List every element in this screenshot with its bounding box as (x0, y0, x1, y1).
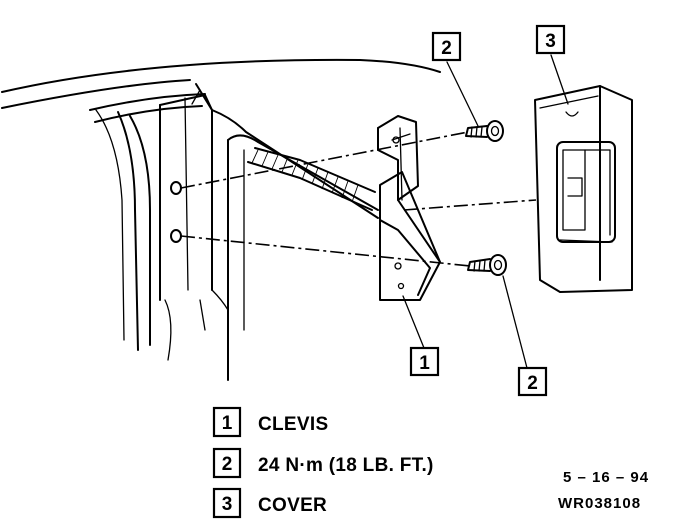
legend-item-text: COVER (258, 495, 327, 516)
callout-2-bottom-label: 2 (527, 373, 538, 394)
alignment-lines (180, 131, 537, 267)
callout-3-label: 3 (545, 31, 556, 52)
legend-item-cover: 3 COVER (212, 487, 327, 519)
legend-item-clevis: 1 CLEVIS (212, 406, 328, 438)
vehicle-body-illustration (1, 58, 441, 381)
legend-item-torque: 2 24 N·m (18 LB. FT.) (212, 447, 434, 479)
legend-item-text: 24 N·m (18 LB. FT.) (258, 455, 434, 476)
legend-item-number: 3 (222, 494, 233, 515)
figure-code: WR038108 (558, 495, 641, 512)
callout-2-top-label: 2 (441, 38, 452, 59)
clevis-bracket-illustration (377, 115, 441, 301)
screw-top-illustration (465, 120, 504, 142)
legend-item-number: 1 (222, 413, 233, 434)
legend-item-number: 2 (222, 454, 233, 475)
figure-date: 5 – 16 – 94 (563, 469, 649, 486)
callout-3: 3 (535, 24, 566, 55)
legend-item-text: CLEVIS (258, 414, 328, 435)
cover-illustration (534, 85, 633, 293)
callout-2-top: 2 (431, 31, 462, 62)
screw-bottom-illustration (467, 254, 507, 276)
legend: 1 CLEVIS 2 24 N·m (18 LB. FT.) 3 COVER (212, 406, 434, 519)
leader-lines (402, 54, 569, 369)
callout-2-bottom: 2 (517, 366, 548, 397)
callout-1-label: 1 (419, 353, 430, 374)
callout-1: 1 (409, 346, 440, 377)
